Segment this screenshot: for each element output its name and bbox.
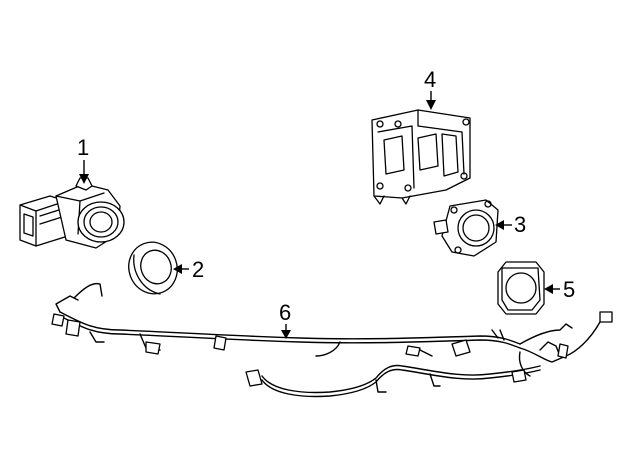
callout-4: 4 [424, 67, 436, 110]
part-3-sensor [433, 199, 499, 257]
part-2-retainer-ring [128, 241, 178, 295]
callout-2: 2 [173, 257, 204, 282]
callout-6: 6 [279, 300, 291, 339]
part-1-park-sensor [19, 177, 125, 249]
part-5-bezel [497, 261, 545, 315]
callout-6-label: 6 [279, 300, 291, 325]
callout-2-label: 2 [192, 257, 204, 282]
callout-1: 1 [77, 135, 89, 184]
callout-1-label: 1 [77, 135, 89, 160]
callout-4-label: 4 [424, 67, 436, 92]
part-4-bracket [371, 109, 471, 205]
callout-5: 5 [544, 277, 575, 302]
callout-3-label: 3 [514, 212, 526, 237]
part-6-wiring-harness [51, 282, 613, 398]
callout-3: 3 [495, 212, 526, 237]
callout-5-label: 5 [563, 277, 575, 302]
